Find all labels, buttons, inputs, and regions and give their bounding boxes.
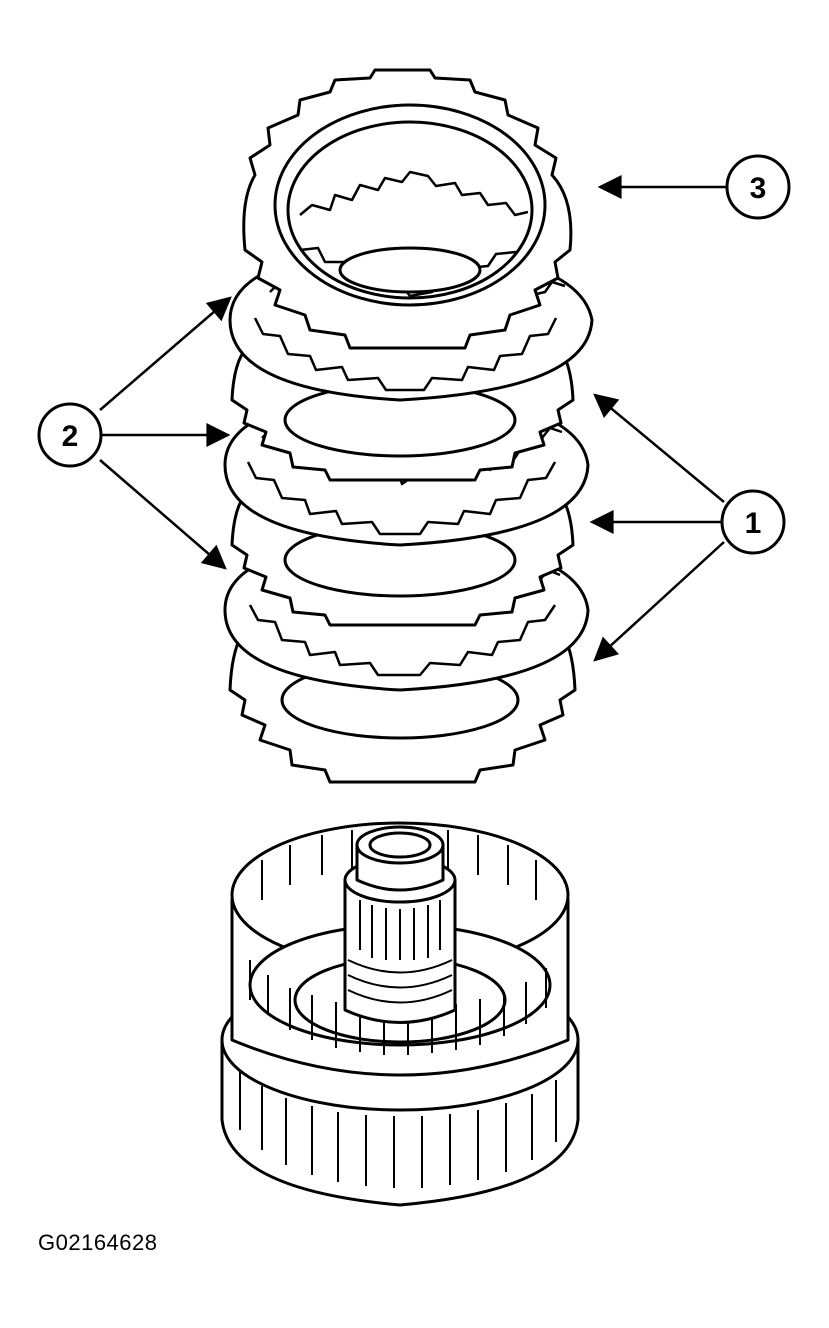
leader-1-top xyxy=(593,393,725,503)
callout-1: 1 xyxy=(720,489,786,555)
leader-2-top xyxy=(99,296,232,411)
leader-1-bottom xyxy=(593,541,725,662)
callout-3: 3 xyxy=(725,154,791,220)
callout-2-label: 2 xyxy=(62,420,79,453)
callout-2: 2 xyxy=(37,402,103,468)
clutch-drum xyxy=(220,821,580,1207)
callout-1-label: 1 xyxy=(745,507,762,540)
leader-2-bottom xyxy=(99,459,227,570)
figure-id: G02164628 xyxy=(38,1230,158,1255)
pressure-plate xyxy=(242,68,573,350)
callout-3-label: 3 xyxy=(750,172,767,205)
